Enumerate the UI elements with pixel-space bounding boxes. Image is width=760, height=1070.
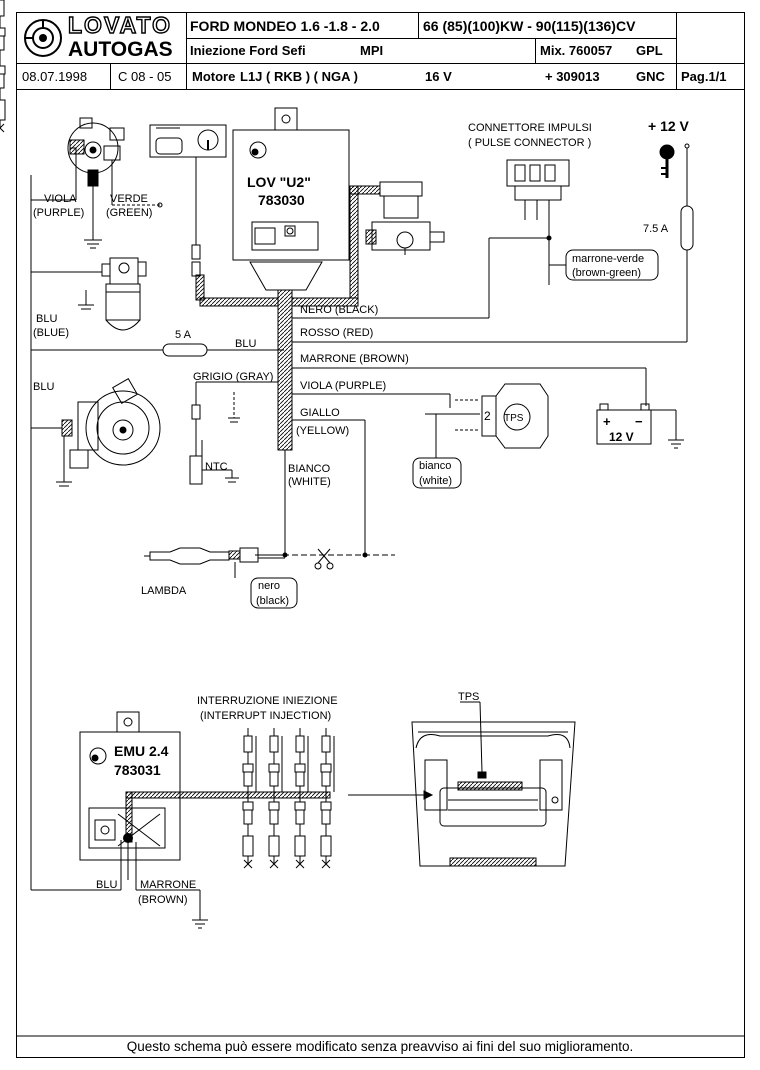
header-col-line [110,63,111,89]
engine-label: Motore [192,69,236,84]
injector-connectors [0,0,335,869]
scissors-icon [314,548,334,570]
header-col-line [676,12,677,89]
emu-code: 783031 [114,762,161,778]
fuse-7-5a-icon [292,143,694,343]
interrupt-subtitle: (INTERRUPT INJECTION) [200,710,331,722]
arrow-to-engine [348,790,434,800]
gas-injector-icon [365,181,445,255]
drawing-ref: C 08 - 05 [118,69,172,84]
mix-code: Mix. 760057 [540,43,613,58]
connector-title: CONNETTORE IMPULSI [468,122,592,134]
injection-type: MPI [360,43,384,58]
marrone-verde-tag [549,249,659,281]
battery-icon [292,367,684,449]
header-divider [16,63,745,64]
emu-harness [125,791,331,843]
label-white-up: (WHITE) [288,476,331,488]
label-brown-bottom: (BROWN) [138,894,188,906]
label-marrone-verde: marrone-verde [572,253,644,265]
main-wiring-harness [195,185,381,451]
injection-label: Iniezione Ford Sefi [190,43,306,58]
bianco-tag [412,457,462,489]
ecu-name: LOV "U2" [247,174,311,190]
label-ntc: NTC [205,461,228,473]
footer-note: Questo schema può essere modificato senz… [126,1039,634,1054]
label-bianco: bianco [419,460,451,472]
ntc-sensor-icon [189,381,278,485]
blue-rail-wire [30,175,122,891]
header-col-line [418,12,419,38]
engine-power: 66 (85)(100)KW - 90(115)(136)CV [423,18,636,34]
label-viola: VIOLA [44,193,77,205]
ecu-code: 783030 [258,192,305,208]
valve-count: 16 V [425,69,452,84]
label-purple: (PURPLE) [33,207,84,219]
label-verde: VERDE [110,193,148,205]
tps-sensor-icon [292,383,549,555]
label-blue: (BLUE) [33,327,69,339]
interrupt-title: INTERRUZIONE INIEZIONE [197,695,338,707]
label-marrone-bottom: MARRONE [140,879,196,891]
battery-voltage: 12 V [609,430,634,444]
label-blu-left: BLU [33,381,54,393]
tps-pin-number: 2 [484,409,491,423]
nero-tag [250,577,298,609]
label-giallo: GIALLO [300,407,340,419]
page-number: Pag.1/1 [681,69,727,84]
fuse-5a-icon [31,343,284,357]
vehicle-model: FORD MONDEO 1.6 -1.8 - 2.0 [190,18,380,34]
label-nero: nero [258,580,280,592]
lov-u2-ecu [232,107,350,291]
drawing-sheet [16,12,745,1058]
label-black: (black) [256,595,289,607]
code-gnc: + 309013 [545,69,600,84]
label-blu-bottom: BLU [96,879,117,891]
pulse-connector-icon [292,159,570,319]
fuel-type-gpl: GPL [636,43,663,58]
fuel-selector-switch-icon [149,124,227,277]
label-green: (GREEN) [106,207,152,219]
label-marrone-brown: MARRONE (BROWN) [300,353,409,365]
gas-solenoid-valve-icon [31,257,147,331]
label-white: (white) [419,475,452,487]
label-bianco-up: BIANCO [288,463,331,475]
label-fuse-5a: 5 A [175,329,192,341]
header-mid-divider [186,38,676,39]
label-brown-green: (brown-green) [572,267,641,279]
label-rosso-red: ROSSO (RED) [300,327,373,339]
label-tps-top: TPS [458,691,479,703]
svg-text:+: + [603,414,611,429]
lambda-sensor-icon [144,547,395,578]
lovato-logo: LOVATO AUTOGAS [18,12,186,62]
logo-emblem-icon [24,19,62,57]
drawing-date: 08.07.1998 [22,69,88,84]
fuel-type-gnc: GNC [636,69,665,84]
connector-subtitle: ( PULSE CONNECTOR ) [468,137,591,149]
label-fuse-7-5a: 7.5 A [643,223,669,235]
vaporizer-icon [31,378,161,487]
logo-text-bottom: AUTOGAS [68,38,173,61]
header-col-line [186,12,187,89]
header-col-line [535,38,536,63]
label-nero-black: NERO (BLACK) [300,304,378,316]
label-lambda: LAMBDA [141,585,187,597]
label-viola-purple: VIOLA (PURPLE) [300,380,386,392]
label-plus-12v: + 12 V [648,118,690,134]
engine-code: L1J ( RKB ) ( NGA ) [240,69,358,84]
rpm-sensor-icon [31,117,163,249]
emu-name: EMU 2.4 [114,743,169,759]
label-blu-wire: BLU [235,338,256,350]
label-grigio-gray: GRIGIO (GRAY) [193,371,273,383]
tps-label: TPS [504,413,524,424]
label-blu: BLU [36,313,57,325]
header-bottom-border [16,89,745,90]
svg-text:−: − [635,414,643,429]
ignition-key-icon [659,144,675,178]
engine-throttle-body-icon [411,701,576,867]
label-yellow: (YELLOW) [296,425,349,437]
logo-text-top: LOVATO [67,12,172,38]
